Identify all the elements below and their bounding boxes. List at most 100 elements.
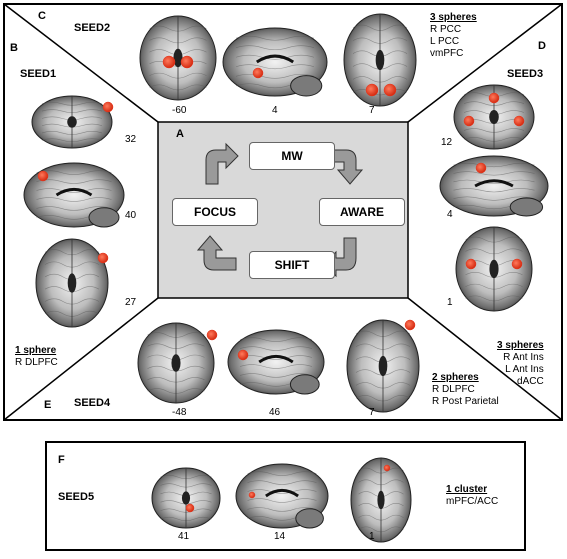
seed2-summary: 3 spheres R PCC L PCC vmPFC (430, 12, 477, 60)
seed2-sphere-axial-r (383, 83, 397, 97)
panel-label-d: D (538, 40, 546, 52)
seed3-slice-3: 1 (447, 297, 453, 308)
seed5-sagittal-gyrus (247, 489, 317, 494)
seed2-slice-2: 4 (272, 105, 278, 116)
seed2-slice-1: -60 (172, 105, 187, 116)
arrow-focus-to-mw (205, 142, 239, 185)
state-focus: FOCUS (172, 198, 258, 226)
seed1-sagittal-corpus-callosum (55, 187, 93, 197)
seed3-slice-2: 4 (447, 209, 453, 220)
seed4-slice-2: 46 (269, 407, 281, 418)
seed4-sphere-ax (404, 319, 416, 331)
seed1-sagittal-cerebellum (88, 207, 120, 228)
seed3-sphere-cor-l (463, 115, 475, 127)
seed3-coronal (453, 84, 535, 150)
seed5-region-1: mPFC/ACC (446, 496, 499, 507)
diag-bl (3, 297, 159, 421)
seed2-sphere-axial-l (365, 83, 379, 97)
seed3-sphere-cor-r (513, 115, 525, 127)
seed3-slice-1: 12 (441, 137, 453, 148)
diag-br (407, 297, 563, 421)
seed2-sagittal-gyrus (235, 64, 315, 70)
seed5-cluster-ax (383, 464, 391, 472)
seed4-sagittal-gyrus (239, 337, 313, 342)
seed4-sagittal-cerebellum (289, 374, 320, 395)
seed2-region-1: R PCC (430, 24, 462, 35)
seed2-axial (343, 13, 417, 107)
seed4-title: SEED4 (74, 397, 111, 409)
seed1-summary-title: 1 sphere (15, 345, 57, 356)
seed2-sphere-r-pcc (162, 55, 176, 69)
seed3-region-1: R Ant Ins (503, 352, 544, 363)
seed5-sagittal (235, 463, 329, 529)
seed3-sagittal-gyrus (453, 179, 535, 184)
seed2-title: SEED2 (74, 22, 111, 34)
sphere-markers (37, 55, 525, 513)
seed2-coronal-ventricle (173, 48, 183, 68)
seed4-sagittal (227, 329, 325, 395)
seed4-sphere-cor (206, 329, 218, 341)
seed2-sphere-vmpfc (252, 67, 264, 79)
seed2-sagittal (222, 27, 328, 97)
panel-label-b: B (10, 42, 18, 54)
seed2-sagittal-gyrus (235, 73, 315, 79)
seed2-region-3: vmPFC (430, 48, 464, 59)
seed4-slice-1: -48 (172, 407, 187, 418)
seed1-coronal (31, 95, 113, 149)
seed1-slice-1: 32 (125, 134, 137, 145)
seed4-sagittal-gyrus (239, 364, 313, 369)
seed4-sagittal-corpus-callosum (258, 354, 294, 364)
seed3-sagittal-cerebellum (509, 197, 544, 217)
seed4-sagittal-gyrus (239, 346, 313, 351)
panel-label-e: E (44, 399, 52, 411)
seed4-region-1: R DLPFC (432, 384, 475, 395)
seed5-sagittal-corpus-callosum (265, 488, 299, 498)
seed2-sagittal-gyrus (235, 45, 315, 51)
seed4-coronal-ventricle (171, 354, 181, 372)
seed1-sagittal-gyrus (36, 197, 112, 202)
seed1-sagittal-gyrus (36, 188, 112, 193)
seed3-sphere-cor-top (488, 92, 500, 104)
seed3-sagittal-corpus-callosum (474, 179, 514, 188)
seed1-sagittal-gyrus (36, 179, 112, 184)
state-aware: AWARE (319, 198, 405, 226)
brain-images (23, 13, 549, 543)
seed1-region-1: R DLPFC (15, 357, 58, 368)
seed4-sphere-sag (237, 349, 249, 361)
seed3-sagittal-gyrus (453, 171, 535, 176)
state-shift: SHIFT (249, 251, 335, 279)
seed3-region-2: L Ant Ins (505, 364, 544, 375)
panel-label-f: F (58, 454, 65, 466)
seed5-axial-ventricle (377, 490, 385, 510)
seed3-axial (455, 226, 533, 312)
arrow-shift-to-focus (196, 235, 237, 271)
seed5-slice-3: 1 (369, 531, 375, 542)
diag-tr (407, 3, 563, 123)
seed3-sphere-ax-l (465, 258, 477, 270)
seed4-summary: 2 spheres R DLPFC R Post Parietal (432, 372, 499, 408)
seed5-cluster-cor (185, 503, 195, 513)
seed2-coronal (139, 15, 217, 101)
seed2-slice-3: 7 (369, 105, 375, 116)
seed1-sphere-ax (97, 252, 109, 264)
seed3-axial-ventricle (489, 259, 499, 279)
panel-label-a: A (176, 128, 184, 140)
seed1-slice-3: 27 (125, 297, 137, 308)
seed3-sagittal-gyrus (453, 162, 535, 168)
seed1-sphere-sag (37, 170, 49, 182)
seed5-title: SEED5 (58, 491, 95, 503)
seed5-axial (350, 457, 412, 543)
seed1-title: SEED1 (20, 68, 57, 80)
seed3-sagittal-gyrus (453, 188, 535, 193)
seed5-sagittal-gyrus (247, 507, 317, 512)
arrow-mw-to-aware (331, 149, 364, 185)
seed5-slice-1: 41 (178, 531, 190, 542)
seed3-sphere-ax-r (511, 258, 523, 270)
seed5-slice-2: 14 (274, 531, 286, 542)
seed3-sphere-sag (475, 162, 487, 174)
seed4-region-2: R Post Parietal (432, 396, 499, 407)
seed1-coronal-ventricle (67, 116, 77, 128)
seed2-sagittal-cerebellum (290, 75, 323, 97)
seed1-sagittal-gyrus (36, 170, 112, 175)
seed4-axial (346, 319, 420, 413)
